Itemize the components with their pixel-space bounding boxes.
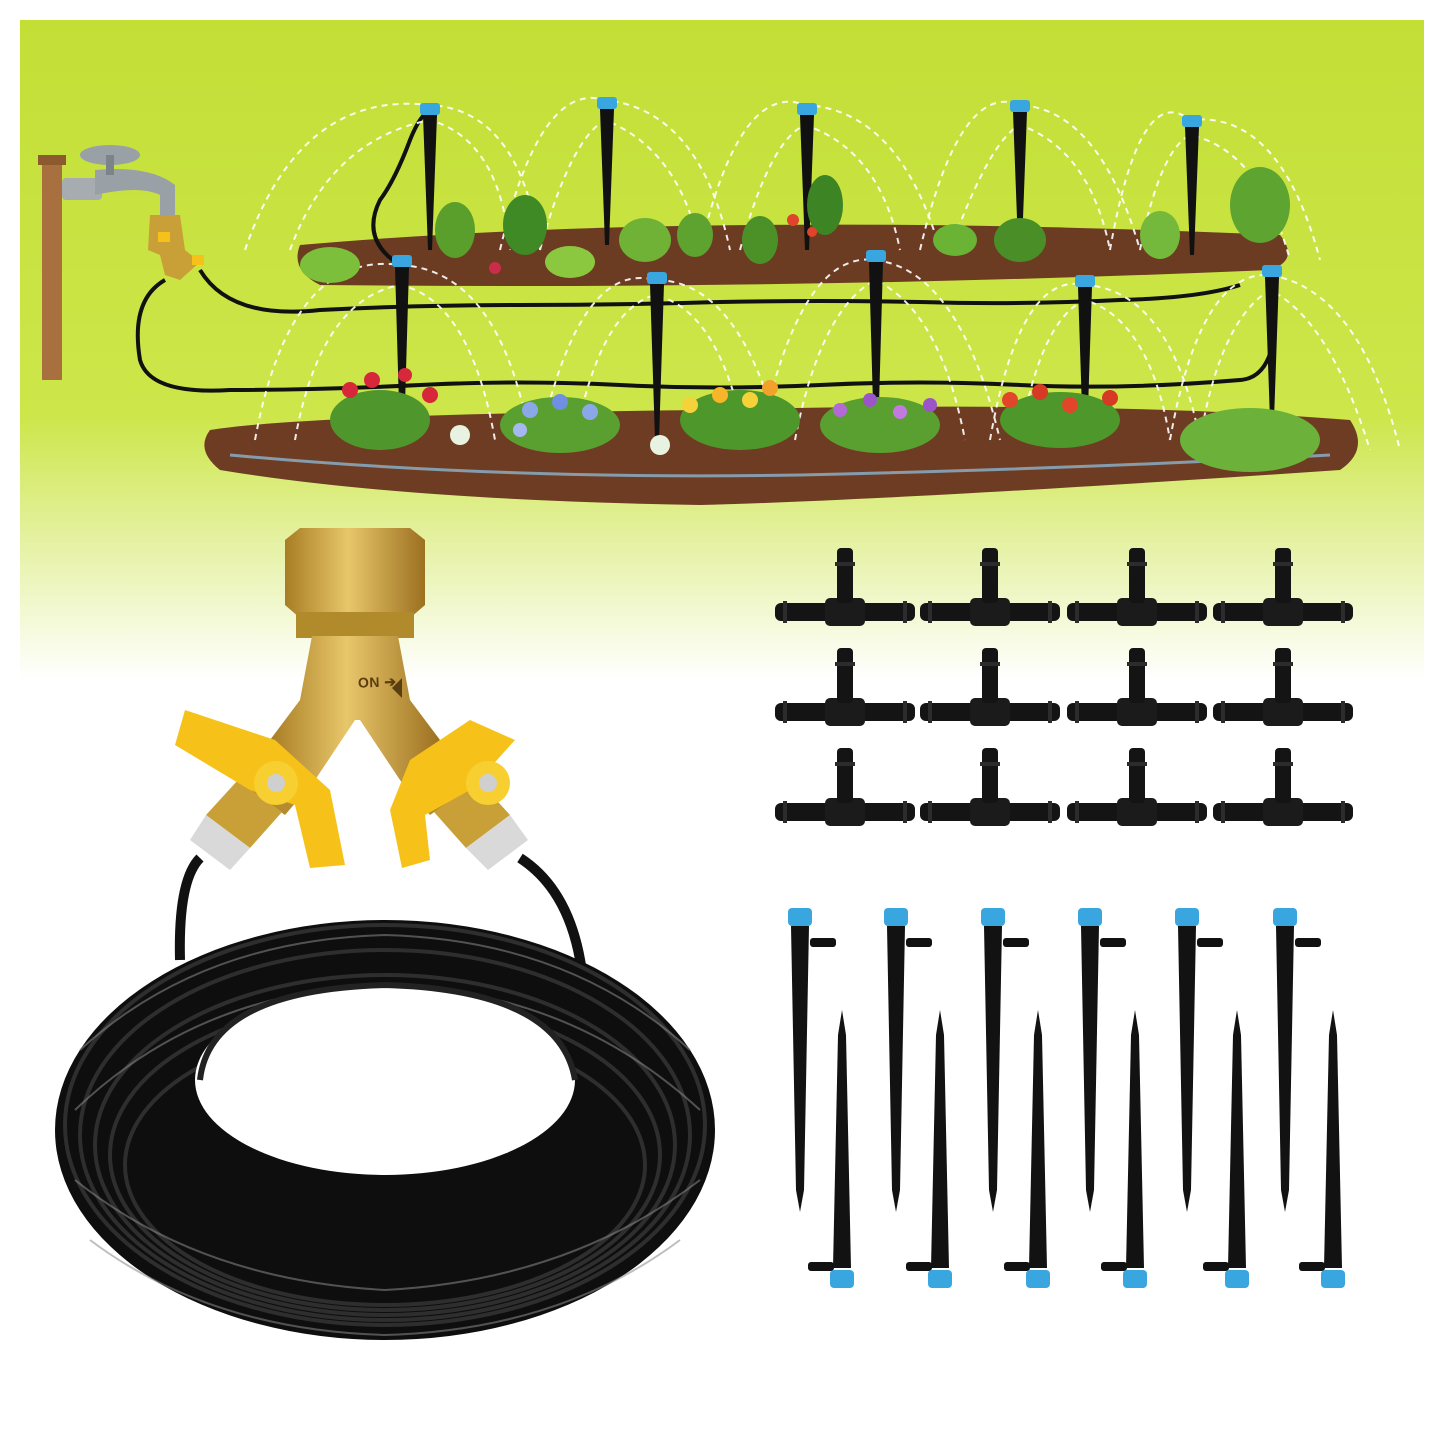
tee-connector-icon <box>1213 548 1353 626</box>
valve-on-label: ON ➔ <box>357 673 397 691</box>
sprinkler-stakes <box>788 908 1345 1288</box>
tee-connector-icon <box>1067 748 1207 826</box>
sprinkler-stake-icon <box>1010 100 1030 245</box>
sprinkler-stake-icon <box>981 908 1029 1212</box>
tee-connectors <box>775 548 1353 826</box>
sprinkler-stake-icon <box>906 1010 952 1288</box>
sprinkler-stake-icon <box>884 908 932 1212</box>
tee-connector-icon <box>920 548 1060 626</box>
tee-connector-icon <box>920 748 1060 826</box>
sprinkler-stake-icon <box>1273 908 1321 1212</box>
sprinkler-stake-icon <box>808 1010 854 1288</box>
tee-connector-icon <box>1213 648 1353 726</box>
tee-connector-icon <box>1213 748 1353 826</box>
sprinkler-stake-icon <box>392 255 412 440</box>
sprinkler-stake-icon <box>788 908 836 1212</box>
tee-connector-icon <box>920 648 1060 726</box>
plants <box>300 167 1320 472</box>
faucet-icon <box>38 145 204 380</box>
tee-connector-icon <box>775 548 915 626</box>
sprinkler-stake-icon <box>866 250 886 440</box>
y-valve-icon <box>175 528 528 870</box>
valve-on-text: ON <box>357 673 381 691</box>
sprinkler-stake-icon <box>1203 1010 1249 1288</box>
sprinkler-stake-icon <box>1262 265 1282 420</box>
sprinkler-stake-icon <box>1078 908 1126 1212</box>
sprinkler-stake-icon <box>797 103 817 250</box>
illustration-stakes <box>392 97 1282 440</box>
sprinkler-stake-icon <box>420 103 440 250</box>
sprinkler-stake-icon <box>1299 1010 1345 1288</box>
sprinkler-stake-icon <box>1004 1010 1050 1288</box>
tubing-coil-icon <box>55 853 715 1340</box>
sprinkler-stake-icon <box>1182 115 1202 255</box>
tee-connector-icon <box>775 648 915 726</box>
sprinkler-stake-icon <box>1175 908 1223 1212</box>
sprinkler-stake-icon <box>647 272 667 440</box>
tee-connector-icon <box>1067 548 1207 626</box>
tee-connector-icon <box>775 748 915 826</box>
sprinkler-stake-icon <box>1075 275 1095 440</box>
tee-connector-icon <box>1067 648 1207 726</box>
sprinkler-stake-icon <box>597 97 617 245</box>
garden-background <box>20 20 1424 680</box>
sprinkler-stake-icon <box>1101 1010 1147 1288</box>
